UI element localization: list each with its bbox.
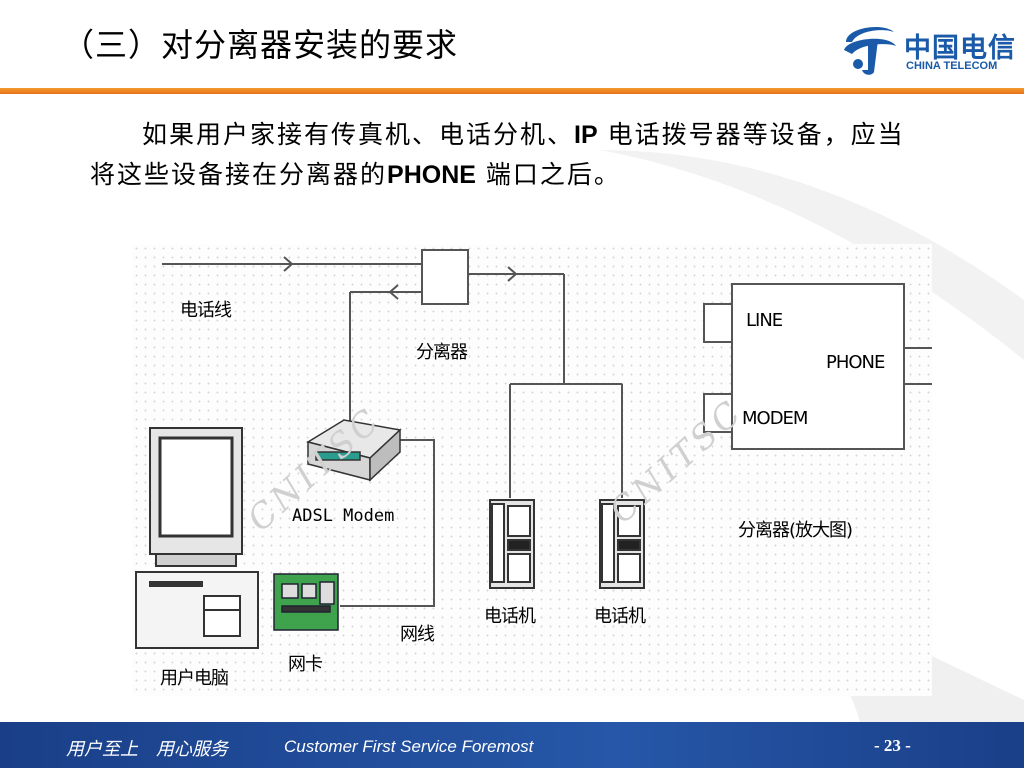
para-text-2: 电话拨号器等设备，应当将这些设备接在分离器的	[90, 120, 905, 189]
footer-slogan-english: Customer First Service Foremost	[284, 737, 534, 756]
telephone-2-device	[599, 499, 645, 589]
pc-tower	[135, 571, 259, 649]
para-phone: PHONE	[387, 161, 476, 189]
network-cable-wire	[340, 439, 435, 607]
diagram-drawing	[135, 249, 932, 649]
label-port-phone: PHONE	[826, 352, 885, 373]
label-splitter: 分离器	[416, 342, 468, 363]
label-nic: 网卡	[288, 654, 323, 675]
label-network-cable: 网线	[400, 624, 435, 645]
arrow-right-1	[283, 256, 294, 272]
label-port-modem: MODEM	[742, 408, 808, 429]
label-user-pc: 用户电脑	[160, 668, 229, 689]
telecom-logo-icon	[844, 27, 896, 75]
footer-bar: 用户至上 用心服务 Customer First Service Foremos…	[0, 722, 1024, 768]
label-splitter-enlarged: 分离器(放大图)	[738, 520, 853, 541]
china-telecom-logo: 中国电信 CHINA TELECOM	[838, 20, 1024, 78]
slide-title: （三）对分离器安装的要求	[62, 26, 459, 64]
arrow-left	[388, 284, 399, 300]
splitter-box	[421, 249, 469, 305]
page-number: - 23 -	[874, 736, 911, 755]
arrow-right-2	[507, 266, 518, 282]
logo-chinese-text: 中国电信	[904, 33, 1016, 64]
pc-monitor	[149, 427, 243, 567]
telephone-1-device	[489, 499, 535, 589]
splitter-wiring-diagram: CNITSC CNITSC 电话线 分离器 ADSL Modem 用户电脑 网卡…	[132, 244, 932, 696]
para-text-1: 如果用户家接有传真机、电话分机、	[142, 120, 575, 149]
logo-english-text: CHINA TELECOM	[906, 60, 998, 72]
label-port-line: LINE	[746, 310, 783, 331]
para-text-3: 端口之后。	[475, 160, 621, 189]
line-port	[703, 303, 733, 343]
label-adsl-modem: ADSL Modem	[292, 506, 395, 526]
adsl-modem-device	[306, 419, 402, 482]
label-telephone-2: 电话机	[594, 606, 646, 627]
footer-slogan: 用户至上 用心服务	[66, 739, 228, 760]
network-card-device	[273, 573, 339, 631]
header-divider	[0, 88, 1024, 94]
modem-port	[703, 393, 733, 433]
para-ip: IP	[574, 121, 598, 149]
label-telephone-1: 电话机	[484, 606, 536, 627]
splitter-enlarged-box	[731, 283, 905, 450]
label-phone-line: 电话线	[180, 300, 232, 321]
body-paragraph: 如果用户家接有传真机、电话分机、IP 电话拨号器等设备，应当将这些设备接在分离器…	[90, 115, 920, 195]
